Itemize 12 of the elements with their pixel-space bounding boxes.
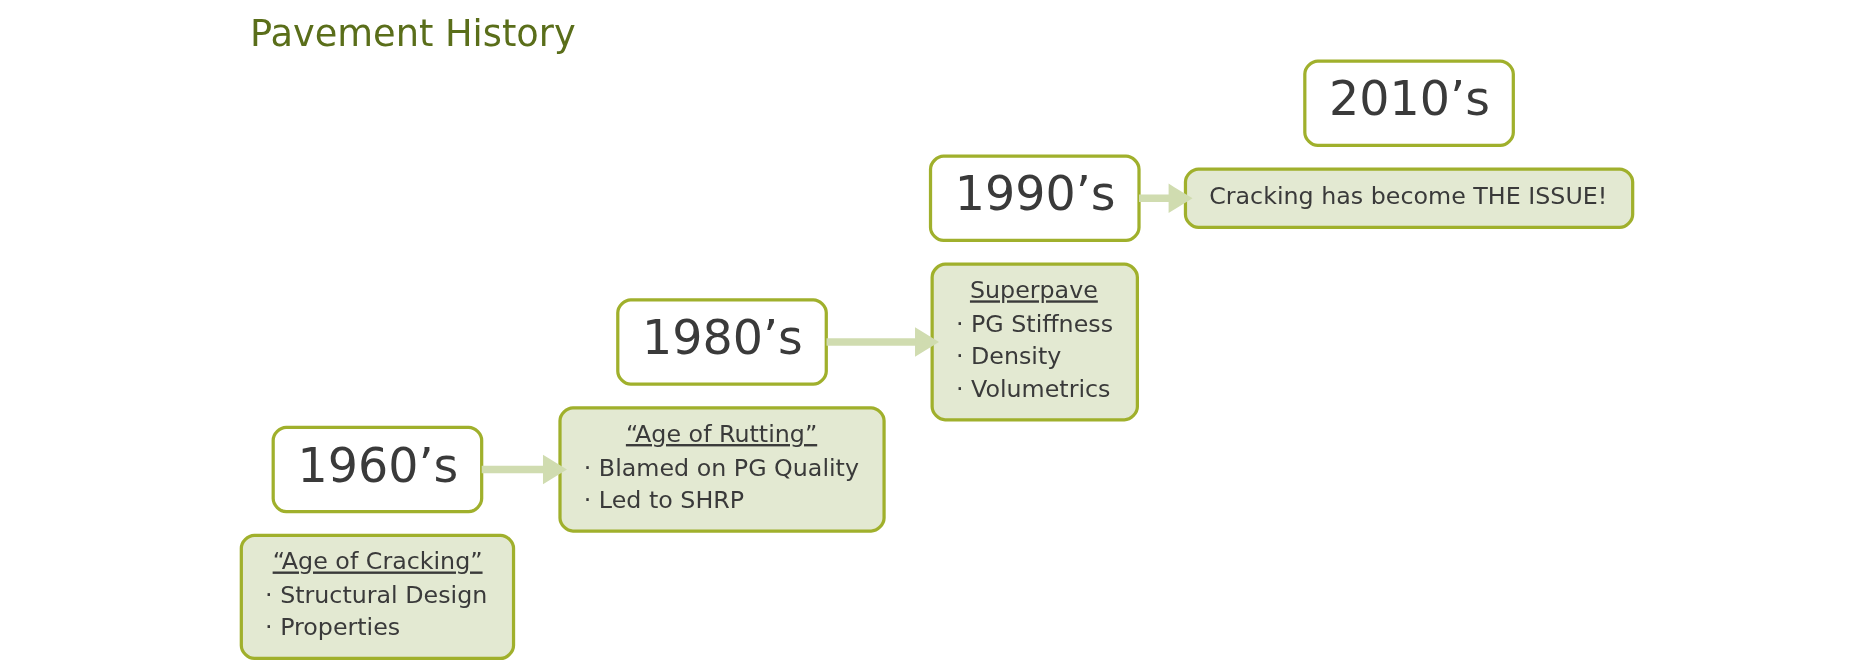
- arrow: [481, 454, 567, 485]
- node-box: 1960’s: [271, 425, 484, 514]
- arrow: [826, 327, 939, 357]
- node-box: Cracking has become THE ISSUE!: [1183, 167, 1635, 230]
- diagram-title: Pavement History: [249, 12, 576, 56]
- node-box: “Age of Cracking” · Structural Design · Properties: [239, 533, 516, 661]
- arrow: [1139, 183, 1193, 213]
- node-box: 1980’s: [616, 298, 828, 386]
- node-box: 2010’s: [1303, 59, 1515, 147]
- node-box: “Age of Rutting” · Blamed on PG Quality · Led to SHRP: [558, 406, 886, 533]
- node-box: 1990’s: [928, 154, 1141, 243]
- node-box: Superpave · PG Stiffness · Density · Volumetrics: [930, 262, 1139, 422]
